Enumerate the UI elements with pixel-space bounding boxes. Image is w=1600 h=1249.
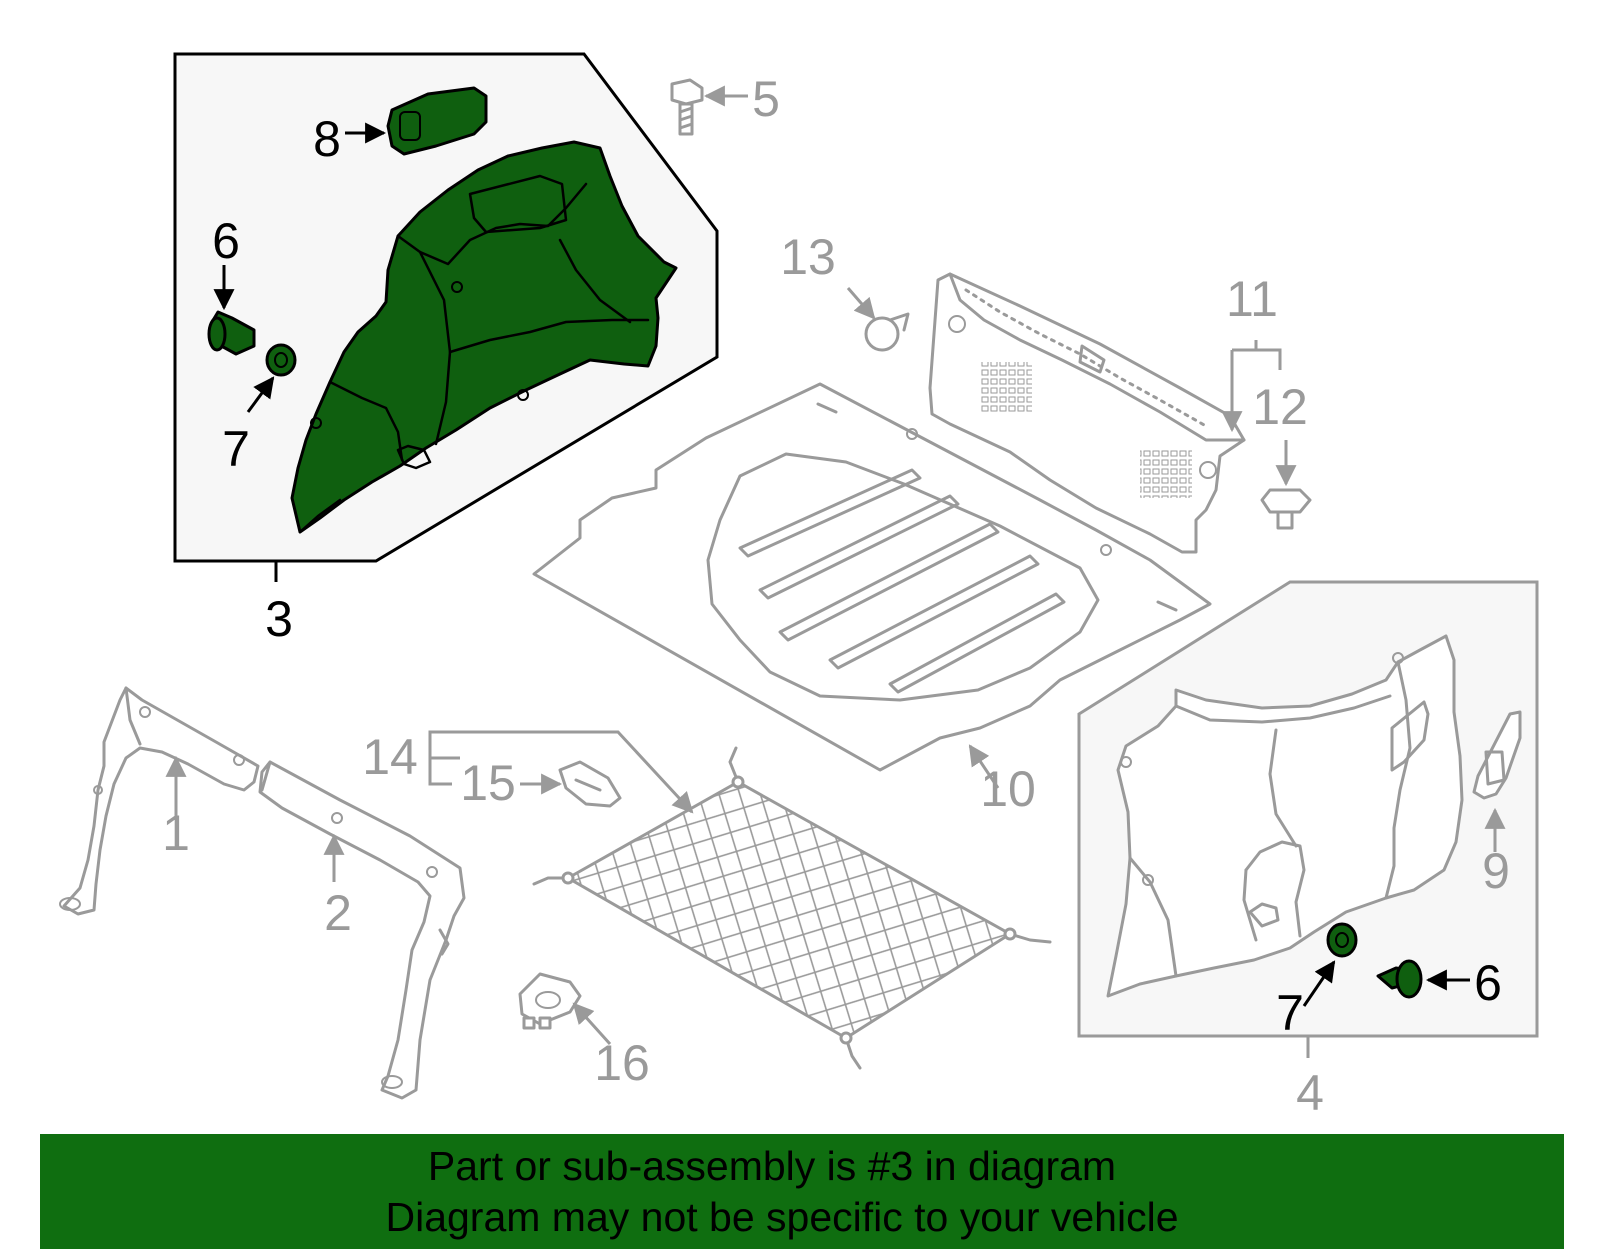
quarter-trim-panel-right[interactable] [1106,634,1464,998]
grommet-7-right[interactable] [1326,922,1358,958]
callout-5: 5 [752,71,780,127]
grommet-7-left[interactable] [265,343,297,377]
callout-7-left: 7 [222,421,250,477]
leader-13 [846,287,876,320]
cargo-net-14[interactable] [532,746,1052,1070]
callout-16: 16 [594,1035,650,1091]
leader-16 [572,1002,612,1046]
push-pin-6-left[interactable] [207,310,256,356]
retainer-12[interactable] [1260,488,1312,530]
hook-15[interactable] [558,760,622,808]
frame-trim-1[interactable] [59,686,260,916]
trim-cover-9[interactable] [1472,710,1522,800]
callout-8: 8 [313,111,341,167]
leader-7-left [246,376,275,413]
callout-3: 3 [265,591,293,647]
callout-2: 2 [324,885,352,941]
quarter-trim-panel-left[interactable] [290,140,678,534]
callout-9: 9 [1482,843,1510,899]
callout-13: 13 [780,229,836,285]
callout-11: 11 [1226,271,1278,327]
callout-7-right: 7 [1276,985,1304,1041]
banner-line-1: Part or sub-assembly is #3 in diagram [427,1142,1117,1189]
clip-13[interactable] [864,312,910,352]
scuff-plate-11[interactable] [928,272,1246,554]
info-banner: Part or sub-assembly is #3 in diagram Di… [40,1134,1564,1249]
leader-7-right [1302,960,1336,1007]
leader-11-bracket [1232,340,1258,352]
leader-11-bracket-right [1254,340,1282,370]
callout-6-left: 6 [212,213,240,269]
leader-14-branch [428,758,452,786]
callout-1: 1 [162,805,190,861]
callout-6-right: 6 [1474,955,1502,1011]
callout-12: 12 [1252,379,1308,435]
callout-4: 4 [1296,1065,1324,1121]
bolt-5[interactable] [670,78,704,136]
frame-trim-2[interactable] [258,760,466,1100]
banner-line-2: Diagram may not be specific to your vehi… [385,1193,1179,1240]
floor-mat-10[interactable] [532,382,1212,772]
trim-cover-8[interactable] [386,86,488,156]
leader-10 [968,744,1000,789]
callout-14: 14 [362,729,418,785]
callout-10: 10 [980,761,1036,817]
leader-14 [428,730,694,814]
tie-down-16[interactable] [518,972,582,1030]
push-pin-6-right[interactable] [1376,959,1423,999]
callout-15: 15 [460,755,516,811]
